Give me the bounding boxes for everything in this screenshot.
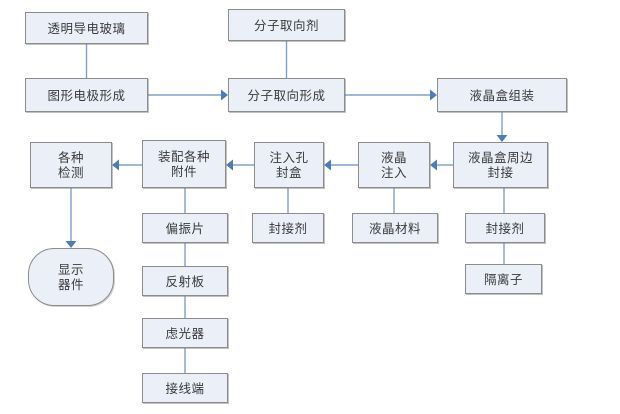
node-terminal-connector[interactable]: 接线端	[142, 373, 228, 403]
node-liquid-crystal-material[interactable]: 液晶材料	[352, 213, 438, 243]
node-assemble-accessories[interactable]: 装配各种 附件	[142, 140, 226, 188]
node-label-patterned-electrode-formation: 图形电极形成	[47, 87, 126, 103]
node-label-liquid-crystal-material: 液晶材料	[368, 220, 421, 236]
node-lcd-cell-assembly[interactable]: 液晶盒组装	[437, 78, 567, 112]
arrowhead-accessories-to-inspection	[112, 159, 119, 171]
node-liquid-crystal-injection[interactable]: 液晶 注入	[358, 142, 430, 188]
node-label-molecular-alignment-agent: 分子取向剂	[253, 17, 319, 33]
node-patterned-electrode-formation[interactable]: 图形电极形成	[25, 78, 148, 112]
node-label-sealant-left: 封接剂	[268, 220, 308, 236]
node-transparent-conductive-glass[interactable]: 透明导电玻璃	[25, 12, 148, 44]
node-sealant-right[interactable]: 封接剂	[465, 213, 545, 243]
node-label-terminal-connector: 接线端	[165, 380, 205, 396]
arrowhead-electrode-to-alignment	[221, 89, 228, 101]
node-label-alignment-layer-formation: 分子取向形成	[247, 87, 326, 103]
node-label-polarizer: 偏振片	[165, 220, 205, 236]
node-label-sealant-right: 封接剂	[485, 220, 525, 236]
node-reflector-plate[interactable]: 反射板	[142, 266, 228, 296]
node-polarizer[interactable]: 偏振片	[142, 213, 228, 243]
node-molecular-alignment-agent[interactable]: 分子取向剂	[228, 9, 345, 41]
node-label-reflector-plate: 反射板	[165, 273, 205, 289]
node-label-light-filter: 虑光器	[165, 325, 205, 341]
arrowhead-assembly-to-perimeter-seal	[496, 135, 508, 142]
node-label-cell-perimeter-sealing: 液晶盒周边 封接	[467, 150, 533, 180]
node-label-transparent-conductive-glass: 透明导电玻璃	[47, 20, 126, 36]
node-label-fill-hole-sealing: 注入孔 封盒	[269, 150, 309, 180]
node-light-filter[interactable]: 虑光器	[142, 318, 228, 348]
node-label-spacer: 隔离子	[483, 271, 523, 287]
node-various-inspection[interactable]: 各种 检测	[30, 142, 112, 188]
arrowhead-alignment-to-cell-assembly	[430, 89, 437, 101]
node-label-lcd-cell-assembly: 液晶盒组装	[469, 87, 535, 103]
arrowhead-inspection-to-display	[65, 241, 77, 248]
node-label-assemble-accessories: 装配各种 附件	[157, 149, 210, 179]
node-alignment-layer-formation[interactable]: 分子取向形成	[228, 78, 345, 112]
node-display-device[interactable]: 显示 器件	[28, 248, 114, 306]
arrowhead-injection-to-hole-sealing	[324, 159, 331, 171]
node-cell-perimeter-sealing[interactable]: 液晶盒周边 封接	[453, 142, 548, 188]
arrowhead-hole-sealing-to-accessories	[226, 159, 233, 171]
node-spacer[interactable]: 隔离子	[465, 264, 542, 294]
node-label-various-inspection: 各种 检测	[57, 150, 84, 180]
node-label-liquid-crystal-injection: 液晶 注入	[380, 150, 407, 180]
node-sealant-left[interactable]: 封接剂	[252, 213, 324, 243]
node-label-display-device: 显示 器件	[57, 262, 84, 292]
arrowhead-perimeter-seal-to-injection	[430, 159, 437, 171]
node-fill-hole-sealing[interactable]: 注入孔 封盒	[254, 142, 324, 188]
